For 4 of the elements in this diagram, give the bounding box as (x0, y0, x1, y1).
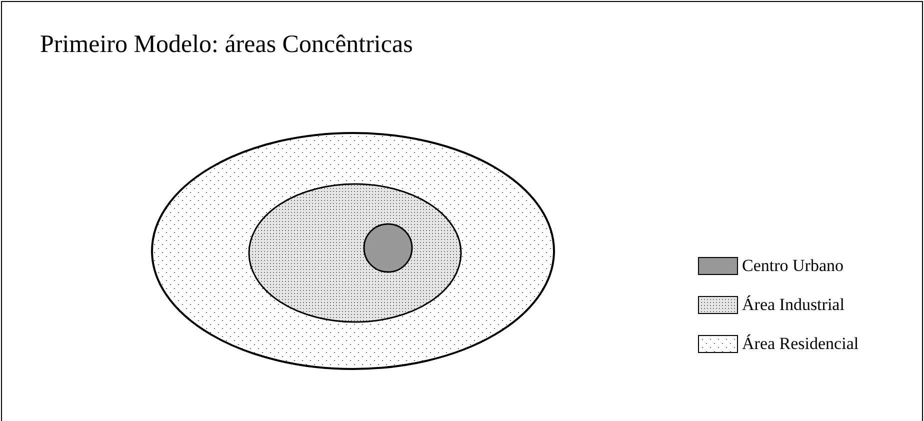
legend-label: Área Industrial (742, 295, 844, 315)
title: Primeiro Modelo: áreas Concêntricas (40, 30, 413, 60)
legend-label: Área Residencial (742, 334, 859, 354)
legend-label: Centro Urbano (742, 256, 844, 276)
